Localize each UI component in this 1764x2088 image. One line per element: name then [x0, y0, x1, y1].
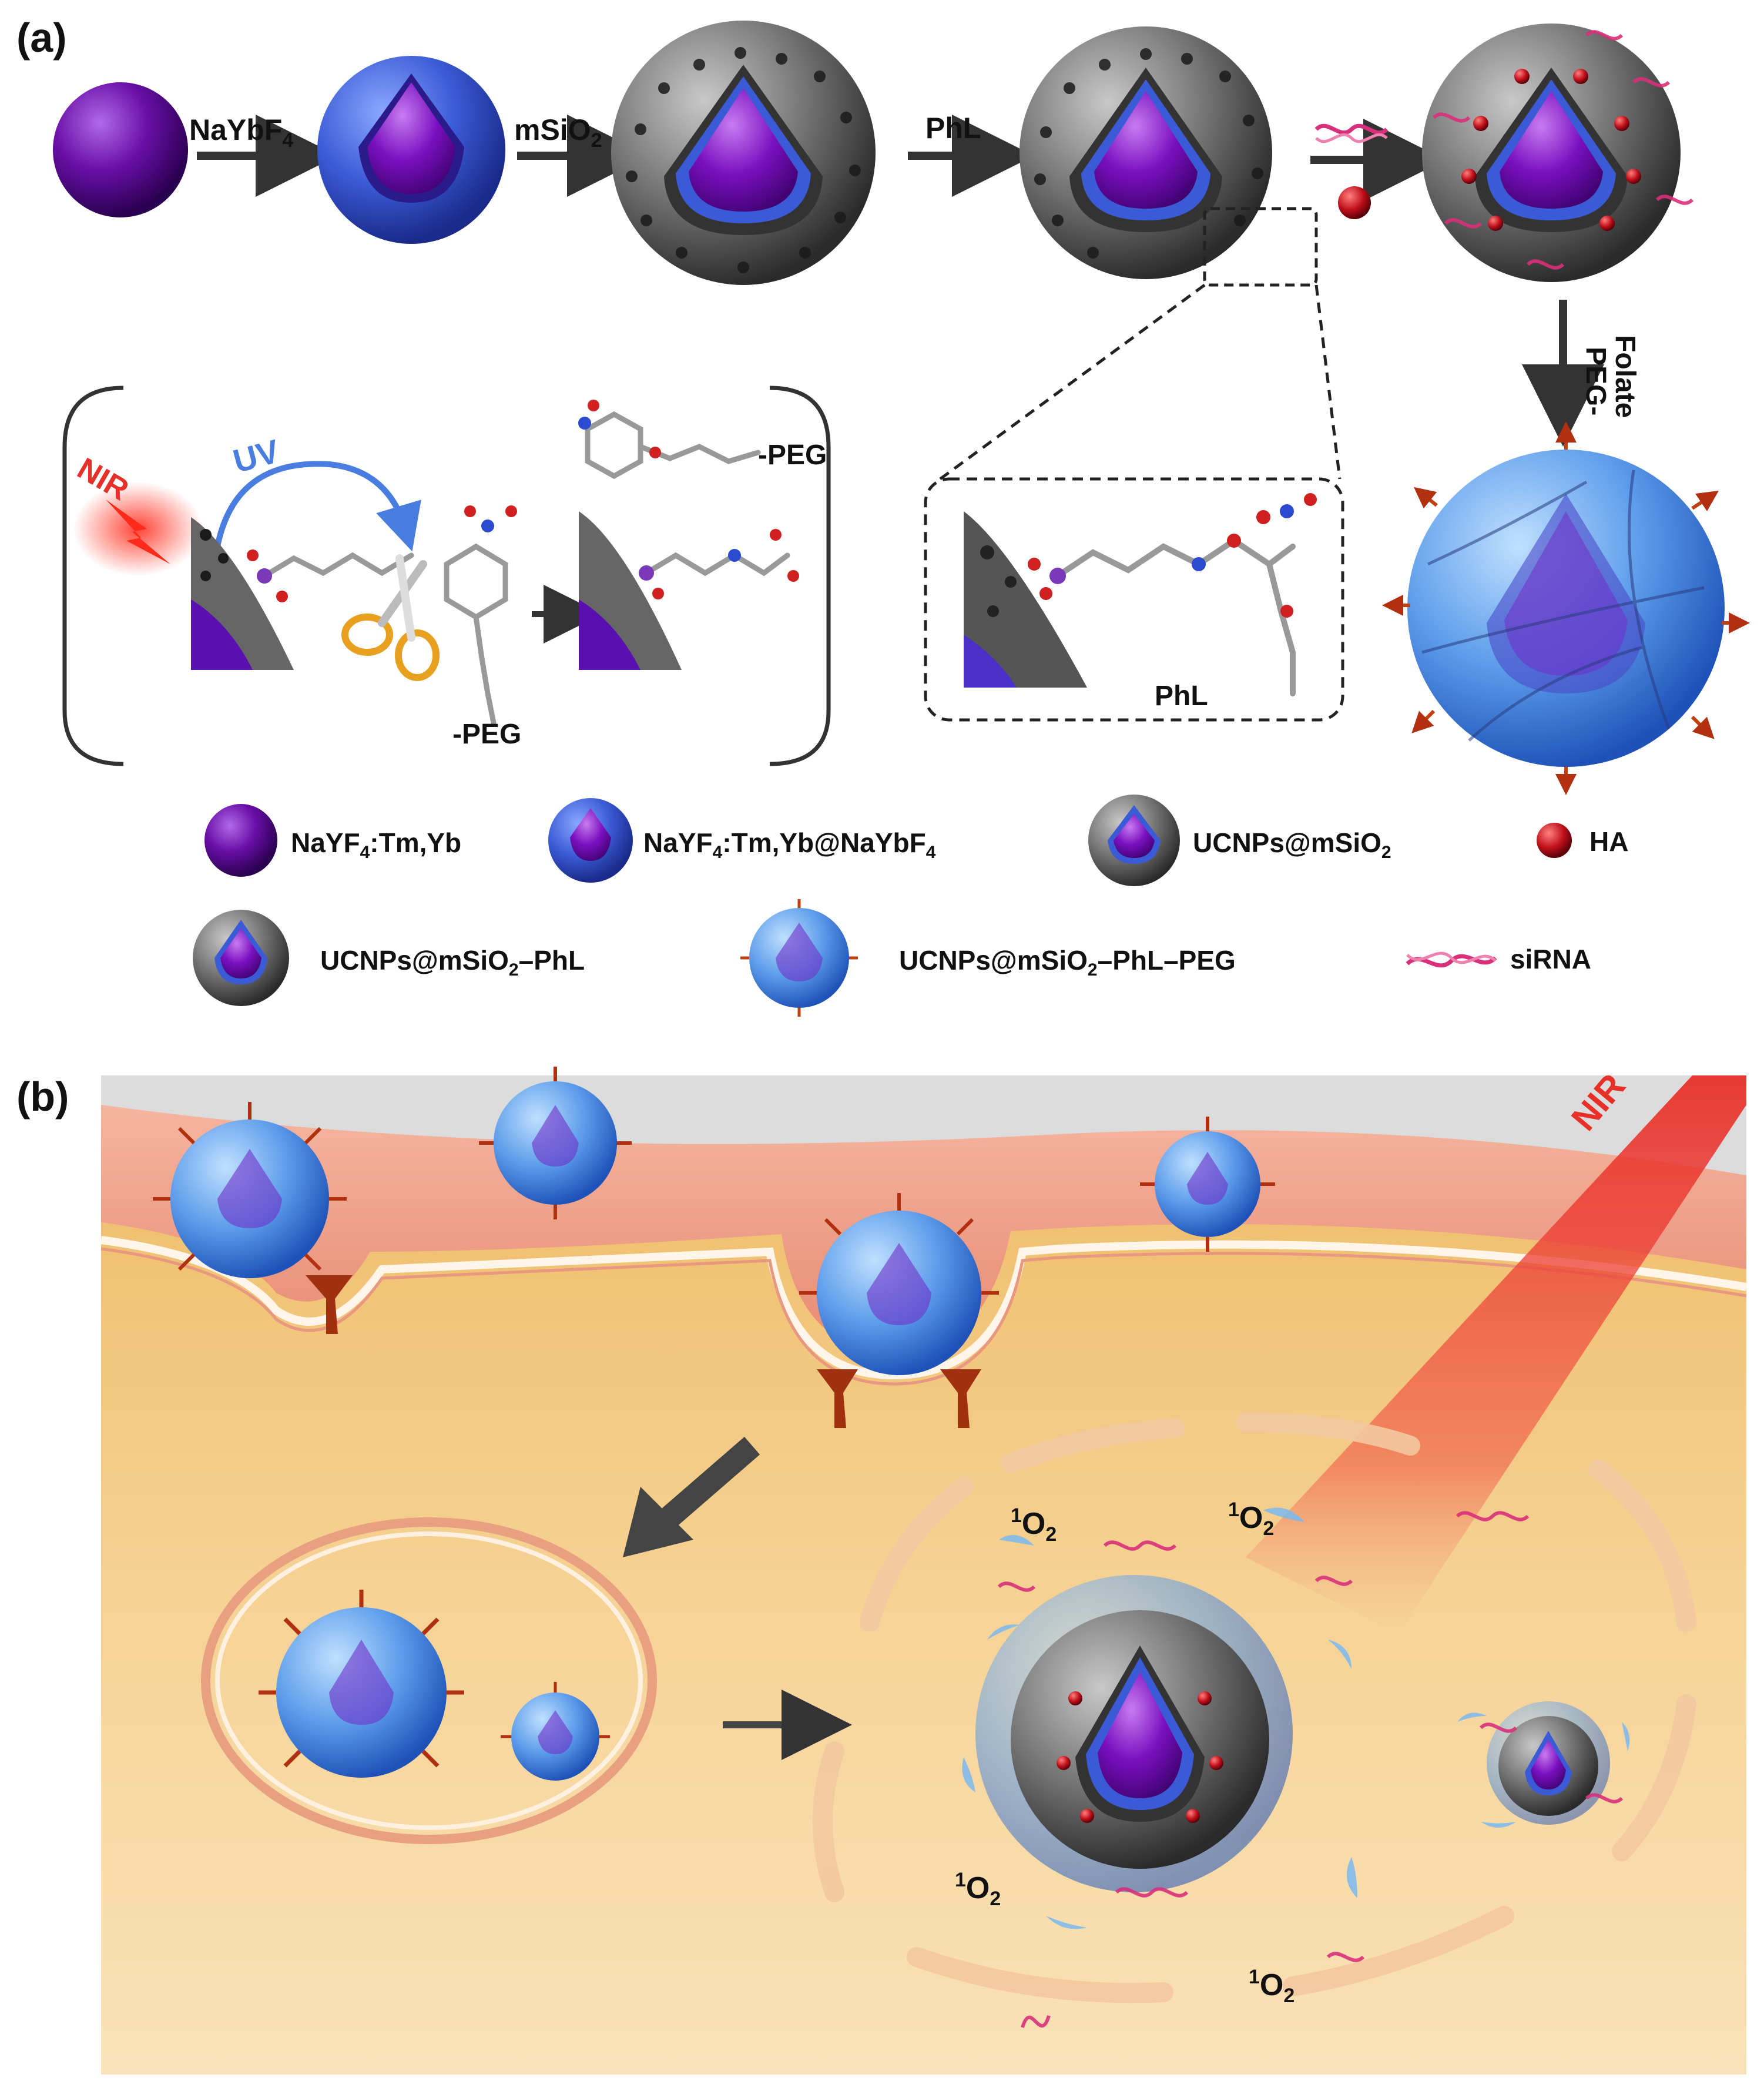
svg-text:NaYF4:Tm,Yb: NaYF4:Tm,Yb	[291, 827, 461, 862]
svg-text:1O2: 1O2	[1011, 1504, 1057, 1546]
svg-text:1O2: 1O2	[955, 1869, 1001, 1910]
legend-item-peg: UCNPs@mSiO2–PhL–PEG	[740, 899, 1236, 1017]
step-label-nayb: NaYbF4	[189, 113, 293, 152]
cleavage-mechanism: NIR UV	[62, 386, 831, 766]
legend-item-ha: HA	[1537, 823, 1628, 858]
phl-nanoparticle	[1020, 26, 1318, 287]
step-arrow-nayf4: NaYbF4	[189, 113, 338, 197]
svg-text:1O2: 1O2	[1228, 1499, 1274, 1540]
svg-text:HA: HA	[1589, 826, 1628, 857]
svg-text:Folate: Folate	[1609, 335, 1641, 418]
np-b4	[799, 1193, 999, 1375]
step-arrow-phl: PhL	[908, 112, 1034, 197]
phl-zoom-box: PhL	[964, 493, 1317, 712]
peg-nanoparticle	[1382, 421, 1750, 795]
panel-a: (a) NaYbF4 mSiO2	[16, 15, 1750, 1017]
silica-nanoparticle	[611, 21, 876, 285]
svg-text:PhL: PhL	[925, 112, 981, 145]
np-b2	[479, 1067, 632, 1219]
np-released-small	[1487, 1701, 1610, 1825]
core-shell-nanoparticle	[317, 56, 505, 244]
svg-text:-PEG: -PEG	[452, 719, 521, 750]
np-b3	[1140, 1117, 1275, 1252]
step-arrow-loading	[1310, 119, 1446, 219]
ruptured-endosome	[813, 1412, 1696, 2003]
svg-text:PEG-: PEG-	[1580, 347, 1611, 415]
svg-text:NaYF4:Tm,Yb@NaYbF4: NaYF4:Tm,Yb@NaYbF4	[643, 827, 936, 862]
legend: NaYF4:Tm,Yb NaYF4:Tm,Yb@NaYbF4 UCNPs@mSi…	[193, 795, 1628, 1017]
zoom-callout	[924, 283, 1344, 722]
nanoparticles-extracellular	[153, 1067, 1275, 1375]
sirna-strands	[997, 1511, 1624, 2028]
legend-item-phl: UCNPs@mSiO2–PhL	[193, 910, 585, 1006]
svg-text:siRNA: siRNA	[1510, 944, 1591, 974]
panel-b-label: (b)	[16, 1074, 69, 1120]
np-endosome-2	[501, 1682, 610, 1781]
ha-icon	[1338, 186, 1371, 219]
scissors-icon	[341, 554, 440, 681]
legend-item-sirna: siRNA	[1406, 944, 1591, 974]
legend-item-silica: UCNPs@mSiO2	[1088, 795, 1391, 886]
svg-text:UCNPs@mSiO2–PhL: UCNPs@mSiO2–PhL	[320, 945, 585, 980]
core-nanoparticle	[53, 82, 188, 217]
svg-text:UCNPs@mSiO2–PhL–PEG: UCNPs@mSiO2–PhL–PEG	[899, 945, 1236, 980]
svg-text:1O2: 1O2	[1249, 1966, 1295, 2007]
phl-zoom-label: PhL	[1155, 681, 1208, 712]
np-endosome-1	[259, 1590, 464, 1778]
svg-text:mSiO2: mSiO2	[514, 113, 602, 152]
panel-b: (b) NIR	[16, 1066, 1748, 2074]
loaded-nanoparticle	[1422, 24, 1694, 282]
svg-text:-PEG: -PEG	[758, 440, 827, 471]
legend-item-core-shell: NaYF4:Tm,Yb@NaYbF4	[548, 798, 936, 883]
peg-fragments	[962, 1507, 1630, 1929]
step-arrow-peg-folate: PEG- Folate	[1522, 300, 1641, 447]
nir-beam	[1246, 1075, 1746, 1634]
receptors	[306, 1275, 981, 1428]
cell-membrane	[100, 1236, 1748, 1380]
legend-item-core: NaYF4:Tm,Yb	[204, 804, 461, 877]
nir-lightning-icon	[106, 500, 170, 564]
np-released-large	[975, 1575, 1293, 1892]
svg-text:UCNPs@mSiO2: UCNPs@mSiO2	[1193, 827, 1391, 862]
step-arrow-msio2: mSiO2	[514, 113, 649, 197]
endosome	[201, 1517, 657, 1844]
singlet-oxygen-labels: 1O2 1O2 1O2 1O2	[955, 1499, 1295, 2007]
panel-a-label: (a)	[16, 15, 67, 61]
np-b1	[153, 1102, 347, 1278]
internalization-arrow	[656, 1436, 760, 1531]
sirna-icon	[1314, 123, 1389, 135]
